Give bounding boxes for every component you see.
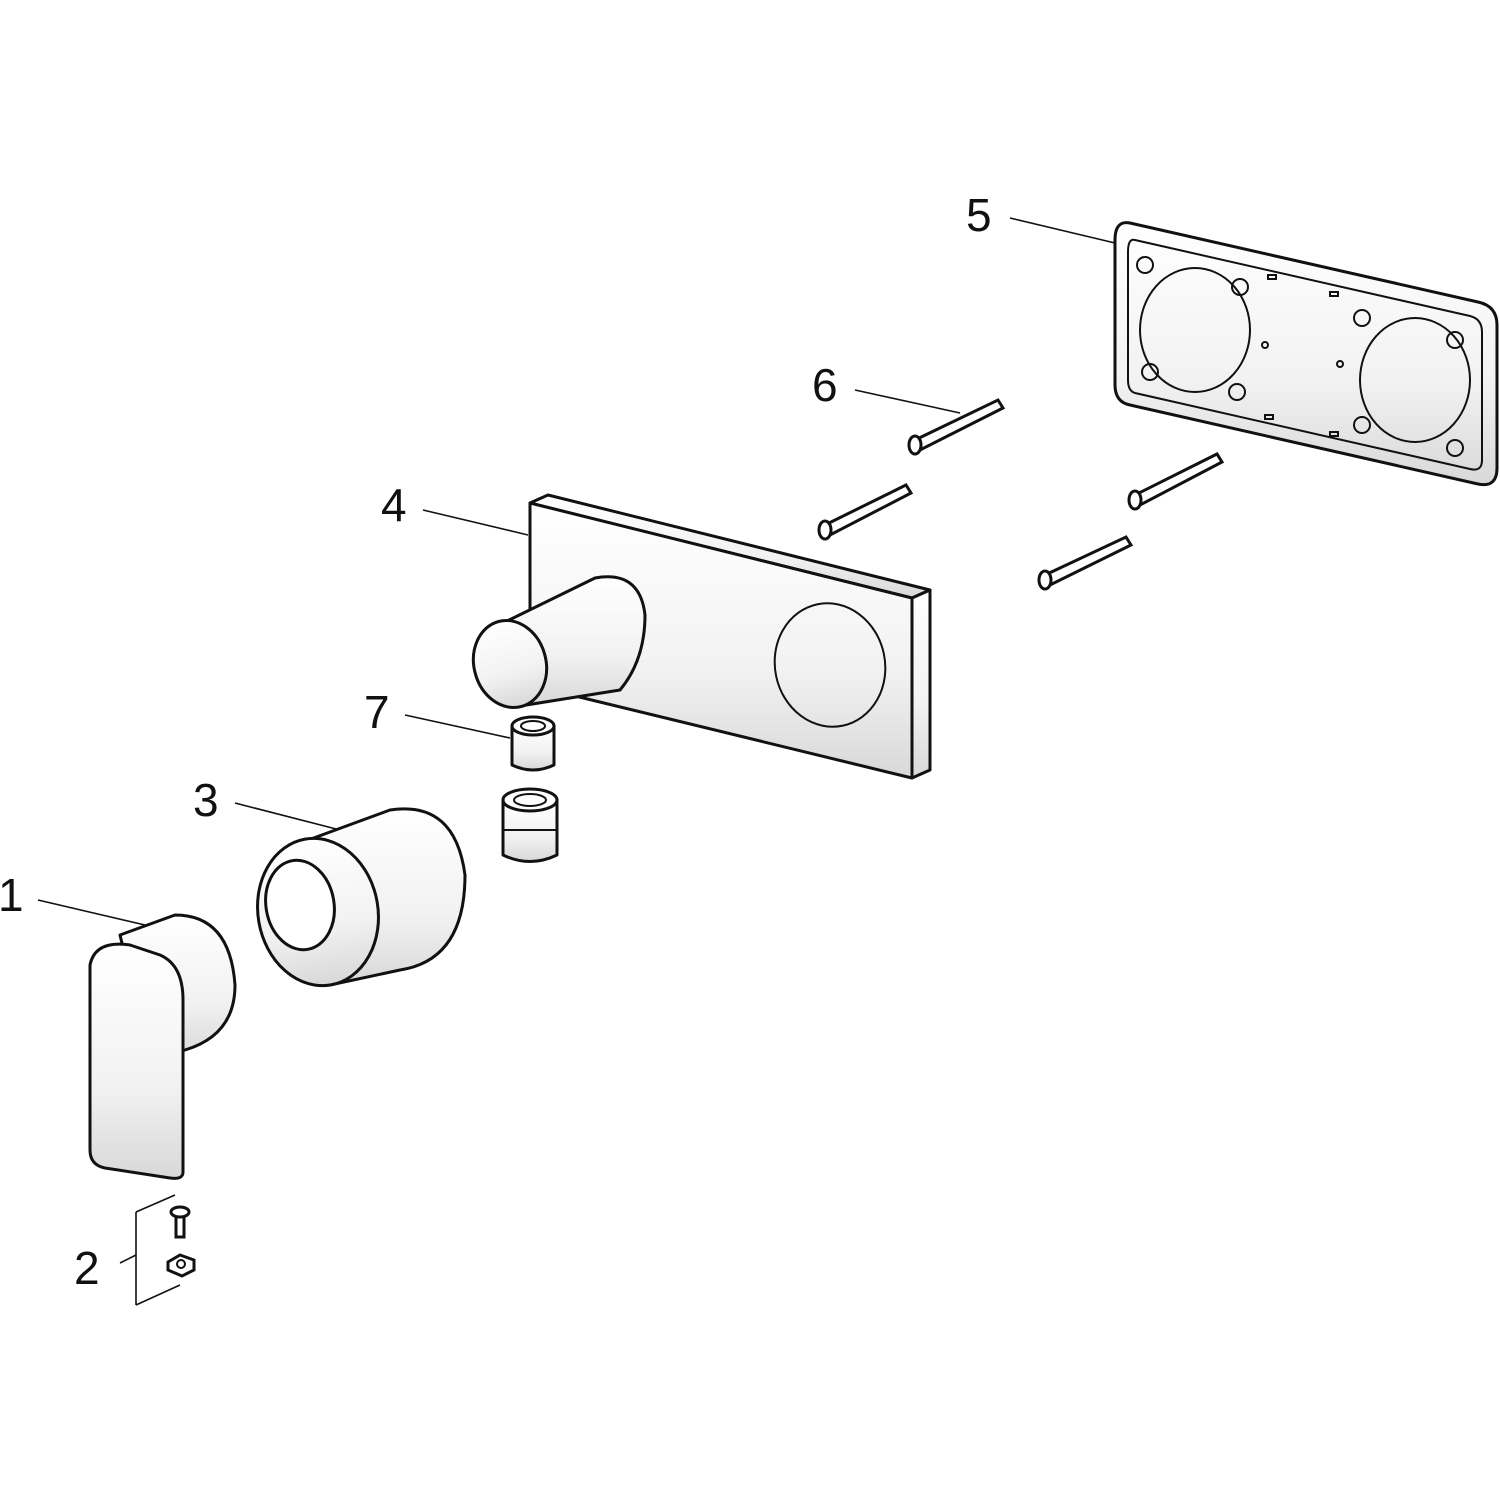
leader-1 [37,899,146,926]
leader-5 [1009,217,1116,244]
part-1-lever-handle [88,913,237,1180]
screw [817,483,914,541]
screw [1127,452,1225,511]
label-part-2: 2 [74,1242,100,1294]
leader-3 [234,802,341,831]
part-4-cover-plate [471,493,932,780]
leader-4 [422,509,529,536]
leader-lines [37,217,1116,1306]
part-7-insert [501,715,559,863]
label-part-3: 3 [193,774,219,826]
part-2-screw-nut [166,1205,196,1278]
screw [907,398,1006,456]
label-part-5: 5 [966,189,992,241]
label-part-6: 6 [812,359,838,411]
screw [1037,535,1134,591]
label-part-7: 7 [364,686,390,738]
label-part-4: 4 [381,479,407,531]
part-3-sleeve [256,807,467,988]
leader-7 [404,714,511,739]
leader-6 [854,389,961,414]
leader-2 [119,1194,181,1306]
part-5-mounting-plate [1113,221,1499,487]
label-part-1: 1 [0,869,24,921]
part-6-screws [817,398,1225,591]
